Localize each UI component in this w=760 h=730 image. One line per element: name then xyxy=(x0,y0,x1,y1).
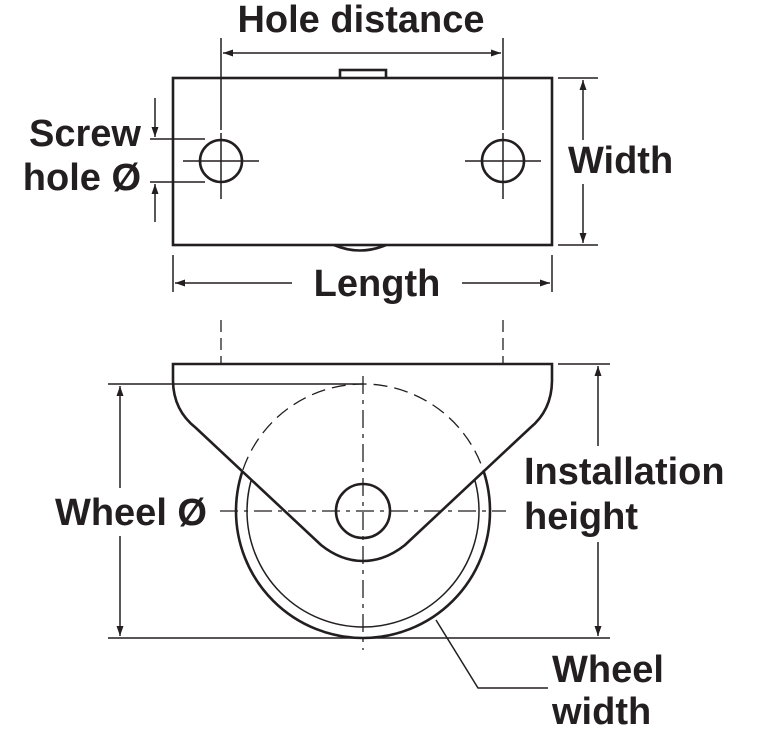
wheel-tab-bottom xyxy=(333,243,387,252)
wheel-width-label-line2: width xyxy=(551,691,651,730)
length-label: Length xyxy=(314,263,441,305)
top-view xyxy=(150,38,598,292)
front-view xyxy=(108,320,610,689)
screw-hole-label-line2: hole Ø xyxy=(23,157,141,199)
width-label: Width xyxy=(568,140,673,182)
installation-height-label-line1: Installation xyxy=(524,451,725,493)
wheel-width-leader xyxy=(435,619,548,689)
wheel-width-label-line1: Wheel xyxy=(552,649,664,691)
installation-height-label-line2: height xyxy=(524,496,638,538)
hole-distance-label: Hole distance xyxy=(237,0,484,41)
labels: Hole distance Screw hole Ø Width Length … xyxy=(23,0,725,730)
screw-hole-label-line1: Screw xyxy=(29,113,141,155)
wheel-diameter-label: Wheel Ø xyxy=(55,492,207,534)
